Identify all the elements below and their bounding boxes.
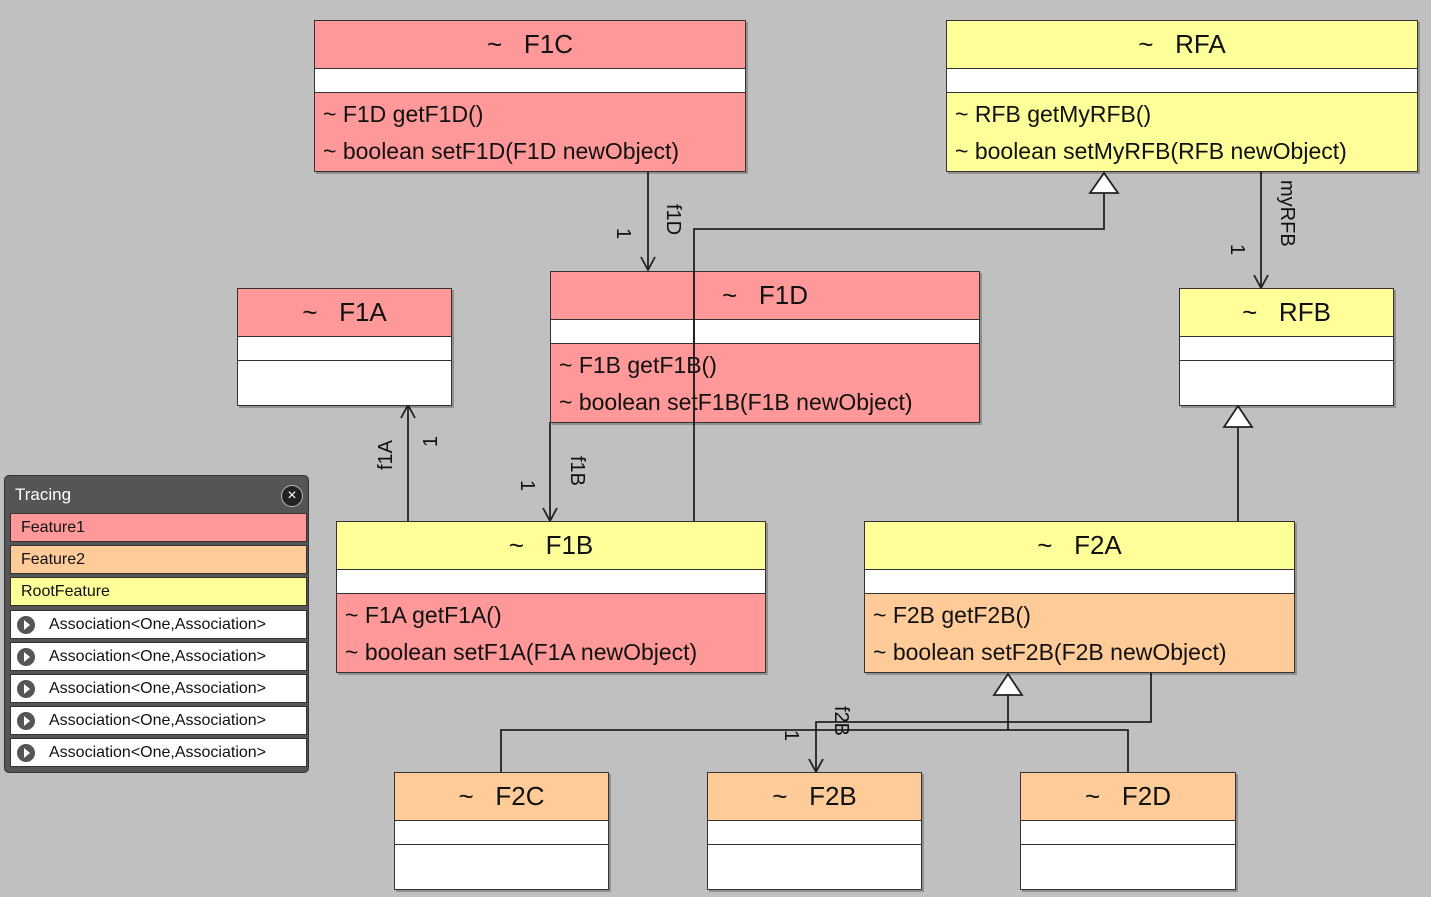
class-header: ~ F1D: [551, 272, 979, 320]
class-f1b[interactable]: ~ F1B ~ F1A getF1A() ~ boolean setF1A(F1…: [336, 521, 766, 673]
tracing-panel: Tracing × Feature1 Feature2 RootFeature …: [4, 475, 309, 773]
association-label: Association<One,Association>: [49, 680, 267, 697]
generalization-line-overlay: [693, 271, 695, 423]
multiplicity-f1b: 1: [516, 480, 538, 492]
attributes-compartment: [1180, 337, 1393, 361]
operations-compartment: ~ F2B getF2B() ~ boolean setF2B(F2B newO…: [865, 594, 1294, 672]
arrowhead-f1d: [640, 256, 656, 272]
association-label: Association<One,Association>: [49, 648, 267, 665]
class-header: ~ F2B: [708, 773, 921, 821]
role-label-f1a: f1A: [375, 439, 397, 470]
attributes-compartment: [395, 821, 608, 845]
operation: ~ boolean setMyRFB(RFB newObject): [955, 138, 1347, 164]
class-rfb[interactable]: ~ RFB: [1179, 288, 1394, 406]
association-item[interactable]: Association<One,Association>: [10, 610, 307, 639]
association-label: Association<One,Association>: [49, 744, 267, 761]
association-label: Association<One,Association>: [49, 616, 267, 633]
operations-compartment: [1180, 361, 1393, 405]
class-header: ~ F2A: [865, 522, 1294, 570]
operation: ~ F1D getF1D(): [323, 101, 484, 127]
feature-item[interactable]: RootFeature: [10, 577, 307, 606]
operations-compartment: [395, 845, 608, 889]
multiplicity-myrfb: 1: [1226, 244, 1248, 256]
operations-compartment: ~ RFB getMyRFB() ~ boolean setMyRFB(RFB …: [947, 93, 1417, 171]
association-item[interactable]: Association<One,Association>: [10, 674, 307, 703]
operations-compartment: [708, 845, 921, 889]
multiplicity-f2b: 1: [780, 730, 802, 742]
play-icon[interactable]: [17, 616, 35, 634]
attributes-compartment: [315, 69, 745, 93]
class-header: ~ F1B: [337, 522, 765, 570]
attributes-compartment: [1021, 821, 1235, 845]
operation: ~ F1B getF1B(): [559, 352, 717, 378]
operation: ~ F2B getF2B(): [873, 602, 1031, 628]
operations-compartment: ~ F1B getF1B() ~ boolean setF1B(F1B newO…: [551, 344, 979, 422]
class-header: ~ F1C: [315, 21, 745, 69]
multiplicity-f1a: 1: [420, 435, 442, 447]
operation: ~ RFB getMyRFB(): [955, 101, 1152, 127]
operation: ~ boolean setF1B(F1B newObject): [559, 389, 913, 415]
class-f2b[interactable]: ~ F2B: [707, 772, 922, 890]
multiplicity-f1d: 1: [612, 228, 634, 240]
class-f2d[interactable]: ~ F2D: [1020, 772, 1236, 890]
play-icon[interactable]: [17, 712, 35, 730]
play-icon[interactable]: [17, 648, 35, 666]
play-icon[interactable]: [17, 744, 35, 762]
assoc-f2a-f2b: [815, 673, 1152, 772]
association-item[interactable]: Association<One,Association>: [10, 706, 307, 735]
attributes-compartment: [708, 821, 921, 845]
association-label: Association<One,Association>: [49, 712, 267, 729]
class-header: ~ RFB: [1180, 289, 1393, 337]
attributes-compartment: [865, 570, 1294, 594]
association-item[interactable]: Association<One,Association>: [10, 738, 307, 767]
operations-compartment: [1021, 845, 1235, 889]
operations-compartment: ~ F1D getF1D() ~ boolean setF1D(F1D newO…: [315, 93, 745, 171]
role-label-f1b: f1B: [566, 456, 588, 487]
class-f2a[interactable]: ~ F2A ~ F2B getF2B() ~ boolean setF2B(F2…: [864, 521, 1295, 673]
operation: ~ boolean setF1D(F1D newObject): [323, 138, 680, 164]
class-f2c[interactable]: ~ F2C: [394, 772, 609, 890]
class-f1a[interactable]: ~ F1A: [237, 288, 452, 406]
role-label-myrfb: myRFB: [1276, 180, 1298, 247]
attributes-compartment: [238, 337, 451, 361]
operations-compartment: ~ F1A getF1A() ~ boolean setF1A(F1A newO…: [337, 594, 765, 672]
feature-item[interactable]: Feature2: [10, 545, 307, 574]
class-rfa[interactable]: ~ RFA ~ RFB getMyRFB() ~ boolean setMyRF…: [946, 20, 1418, 172]
class-header: ~ F2C: [395, 773, 608, 821]
class-header: ~ F2D: [1021, 773, 1235, 821]
play-icon[interactable]: [17, 680, 35, 698]
inherit-triangle-rfa: [1088, 171, 1120, 194]
generalization-f2-children: [500, 695, 1129, 772]
operation: ~ boolean setF2B(F2B newObject): [873, 639, 1227, 665]
association-item[interactable]: Association<One,Association>: [10, 642, 307, 671]
operation: ~ F1A getF1A(): [345, 602, 502, 628]
role-label-f1d: f1D: [662, 204, 684, 236]
attributes-compartment: [551, 320, 979, 344]
class-f1d[interactable]: ~ F1D ~ F1B getF1B() ~ boolean setF1B(F1…: [550, 271, 980, 423]
inherit-triangle-rfb: [1222, 404, 1254, 428]
tracing-title: Tracing: [15, 485, 72, 504]
operation: ~ boolean setF1A(F1A newObject): [345, 639, 698, 665]
feature-item[interactable]: Feature1: [10, 513, 307, 542]
operations-compartment: [238, 361, 451, 405]
class-header: ~ RFA: [947, 21, 1417, 69]
attributes-compartment: [337, 570, 765, 594]
class-header: ~ F1A: [238, 289, 451, 337]
role-label-f2b: f2B: [830, 706, 852, 737]
close-icon[interactable]: ×: [281, 485, 303, 507]
inherit-triangle-f2a: [992, 672, 1024, 696]
class-f1c[interactable]: ~ F1C ~ F1D getF1D() ~ boolean setF1D(F1…: [314, 20, 746, 172]
attributes-compartment: [947, 69, 1417, 93]
